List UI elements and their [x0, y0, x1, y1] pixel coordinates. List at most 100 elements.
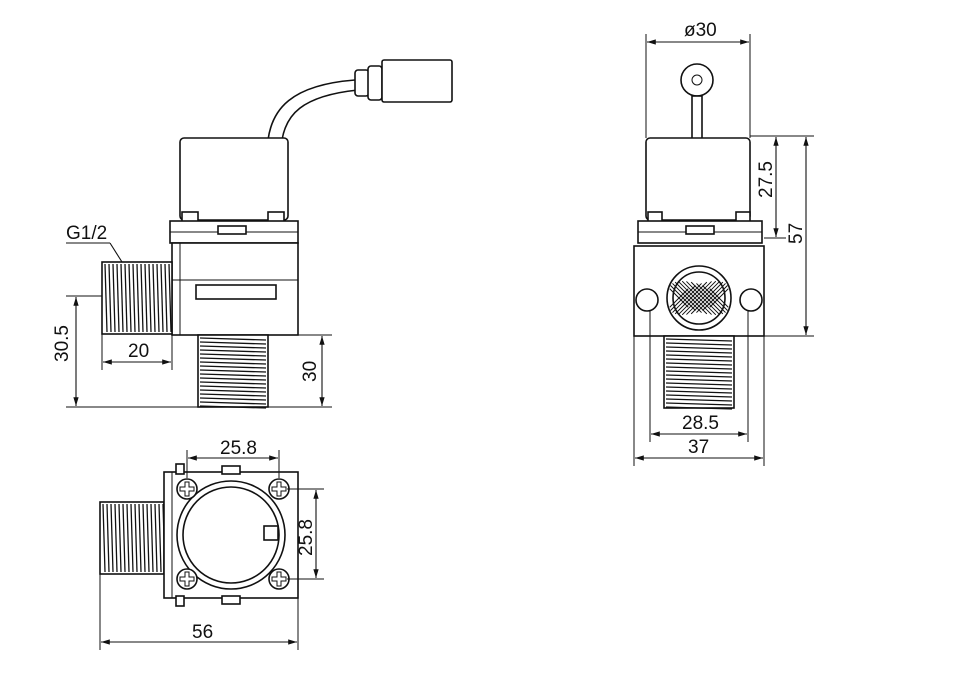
screw-icon [176, 478, 198, 500]
dim-20: 20 [128, 341, 149, 362]
dim-25-8-horizontal: 25.8 [220, 438, 257, 459]
thread-line [199, 393, 267, 397]
thread-line [164, 263, 168, 333]
thread-line [199, 345, 267, 349]
mesh-line [696, 283, 726, 313]
dim-27-5: 27.5 [756, 161, 777, 198]
connector [354, 59, 453, 103]
thread-line [199, 401, 267, 405]
thread-line [199, 397, 267, 401]
thread-line [199, 369, 267, 373]
thread-line [150, 503, 154, 573]
thread-line [130, 503, 134, 573]
thread-line [199, 349, 267, 353]
mesh-line [681, 280, 717, 316]
mesh-line [686, 281, 720, 315]
thread-line [199, 341, 267, 345]
dim-37: 37 [688, 437, 709, 458]
thread-line [116, 263, 120, 333]
cable [267, 79, 356, 141]
dim-30-5: 30.5 [52, 325, 73, 362]
thread-line [199, 357, 267, 361]
thread-line [106, 503, 110, 573]
thread-line [160, 263, 164, 333]
thread-line [665, 378, 733, 382]
thread-line [136, 263, 140, 333]
thread-line [112, 263, 116, 333]
thread-line [120, 263, 124, 333]
thread-line [665, 354, 733, 358]
thread-line [665, 382, 733, 386]
thread-line [144, 263, 148, 333]
coil [179, 137, 289, 221]
thread-line [152, 263, 156, 333]
mesh-line [678, 281, 712, 315]
thread-line [134, 503, 138, 573]
thread-line [199, 361, 267, 365]
thread-line [199, 377, 267, 381]
mesh-line [702, 285, 728, 311]
dim-25-8-vertical: 25.8 [296, 519, 317, 556]
thread-line [158, 503, 162, 573]
thread-line [114, 503, 118, 573]
inlet-thread [101, 261, 173, 335]
thread-line [199, 389, 267, 393]
thread-line [665, 366, 733, 370]
dim-28-5: 28.5 [682, 413, 719, 434]
thread-line [118, 503, 122, 573]
dim-diameter-30: ø30 [684, 20, 717, 41]
thread-line [154, 503, 158, 573]
thread-line [104, 263, 108, 333]
thread-line [665, 398, 733, 402]
thread-line [665, 406, 733, 410]
thread-line [168, 263, 172, 333]
mesh-line [690, 281, 724, 315]
thread-line [199, 405, 267, 409]
coil-circle [176, 480, 286, 590]
dim-56: 56 [192, 622, 213, 643]
thread-line [665, 350, 733, 354]
thread-line [665, 346, 733, 350]
thread-line [199, 373, 267, 377]
screw-icon [268, 478, 290, 500]
thread-line [199, 353, 267, 357]
thread-line [124, 263, 128, 333]
thread-line [665, 342, 733, 346]
thread-line [665, 386, 733, 390]
thread-line [665, 370, 733, 374]
thread-line [665, 338, 733, 342]
dim-57: 57 [786, 223, 807, 244]
thread-size-label: G1/2 [66, 223, 107, 244]
thread-line [665, 362, 733, 366]
mesh-line [674, 281, 708, 315]
thread-line [102, 503, 106, 573]
thread-line [126, 503, 130, 573]
thread-line [128, 263, 132, 333]
thread-line [665, 394, 733, 398]
thread-line [140, 263, 144, 333]
thread-line [665, 358, 733, 362]
thread-line [148, 263, 152, 333]
thread-line [108, 263, 112, 333]
thread-line [138, 503, 142, 573]
screw-icon [268, 568, 290, 590]
thread-line [665, 390, 733, 394]
thread-line [156, 263, 160, 333]
outlet-thread [197, 334, 269, 409]
thread-line [122, 503, 126, 573]
thread-line [199, 381, 267, 385]
screw-icon [176, 568, 198, 590]
front-view: ø30 27.5 57 28.5 37 [633, 20, 814, 466]
thread-line [199, 365, 267, 369]
mesh-line [709, 288, 729, 308]
thread-line [199, 337, 267, 341]
thread-line [110, 503, 114, 573]
top-view: 25.8 25.8 56 [99, 438, 324, 650]
thread-line [665, 374, 733, 378]
thread-line [199, 385, 267, 389]
thread-line [146, 503, 150, 573]
thread-line [142, 503, 146, 573]
side-view: G1/2 30.5 20 30 [52, 59, 453, 409]
dim-30: 30 [300, 361, 321, 382]
